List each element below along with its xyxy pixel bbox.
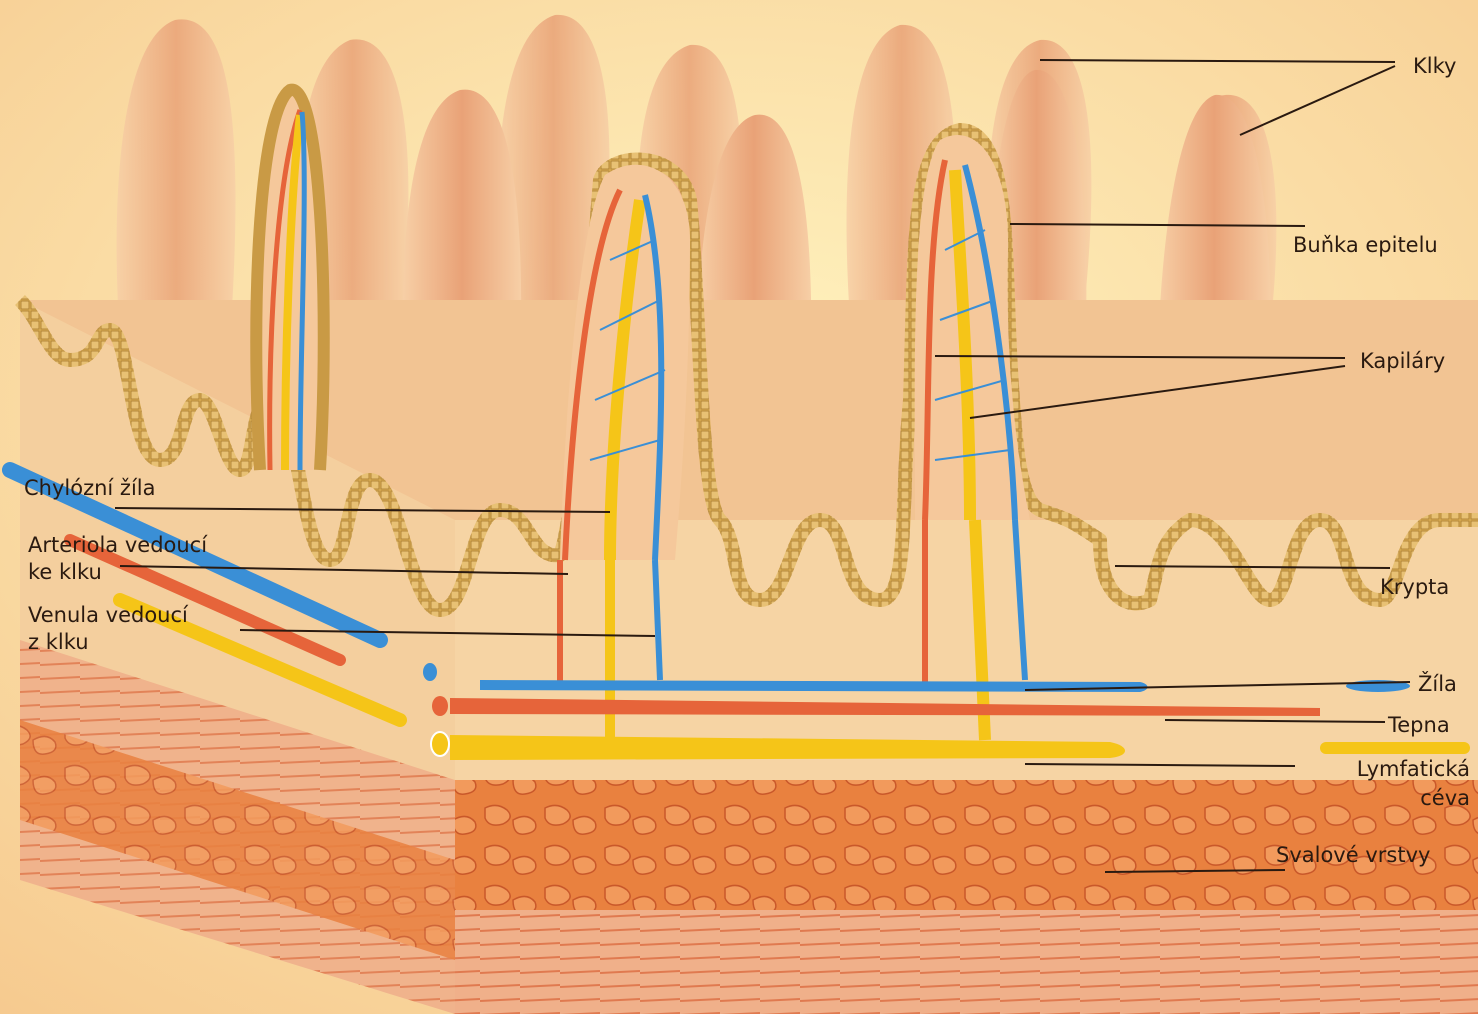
label-lymfaticka-ceva: Lymfatická céva xyxy=(1325,758,1470,810)
label-bunka-epitelu: Buňka epitelu xyxy=(1293,234,1438,257)
label-krypta: Krypta xyxy=(1380,576,1449,599)
label-lymfaticka-line1: Lymfatická xyxy=(1325,758,1470,781)
label-arteriola: Arteriola vedoucí ke klku xyxy=(28,534,207,584)
label-tepna: Tepna xyxy=(1388,714,1450,737)
label-svalove-vrstvy: Svalové vrstvy xyxy=(1276,844,1430,867)
label-venula-line1: Venula vedoucí xyxy=(28,604,188,627)
label-arteriola-line2: ke klku xyxy=(28,561,207,584)
label-lymfaticka-line2: céva xyxy=(1325,787,1470,810)
label-chylozni-zila: Chylózní žíla xyxy=(24,477,156,500)
label-klky: Klky xyxy=(1413,55,1456,78)
front-longitudinal-muscle xyxy=(455,910,1478,1014)
label-venula: Venula vedoucí z klku xyxy=(28,604,188,654)
lymph-vessel-right xyxy=(1320,742,1470,754)
label-kapilary: Kapiláry xyxy=(1360,350,1445,373)
label-venula-line2: z klku xyxy=(28,631,188,654)
label-zila: Žíla xyxy=(1418,673,1457,696)
label-arteriola-line1: Arteriola vedoucí xyxy=(28,534,207,557)
